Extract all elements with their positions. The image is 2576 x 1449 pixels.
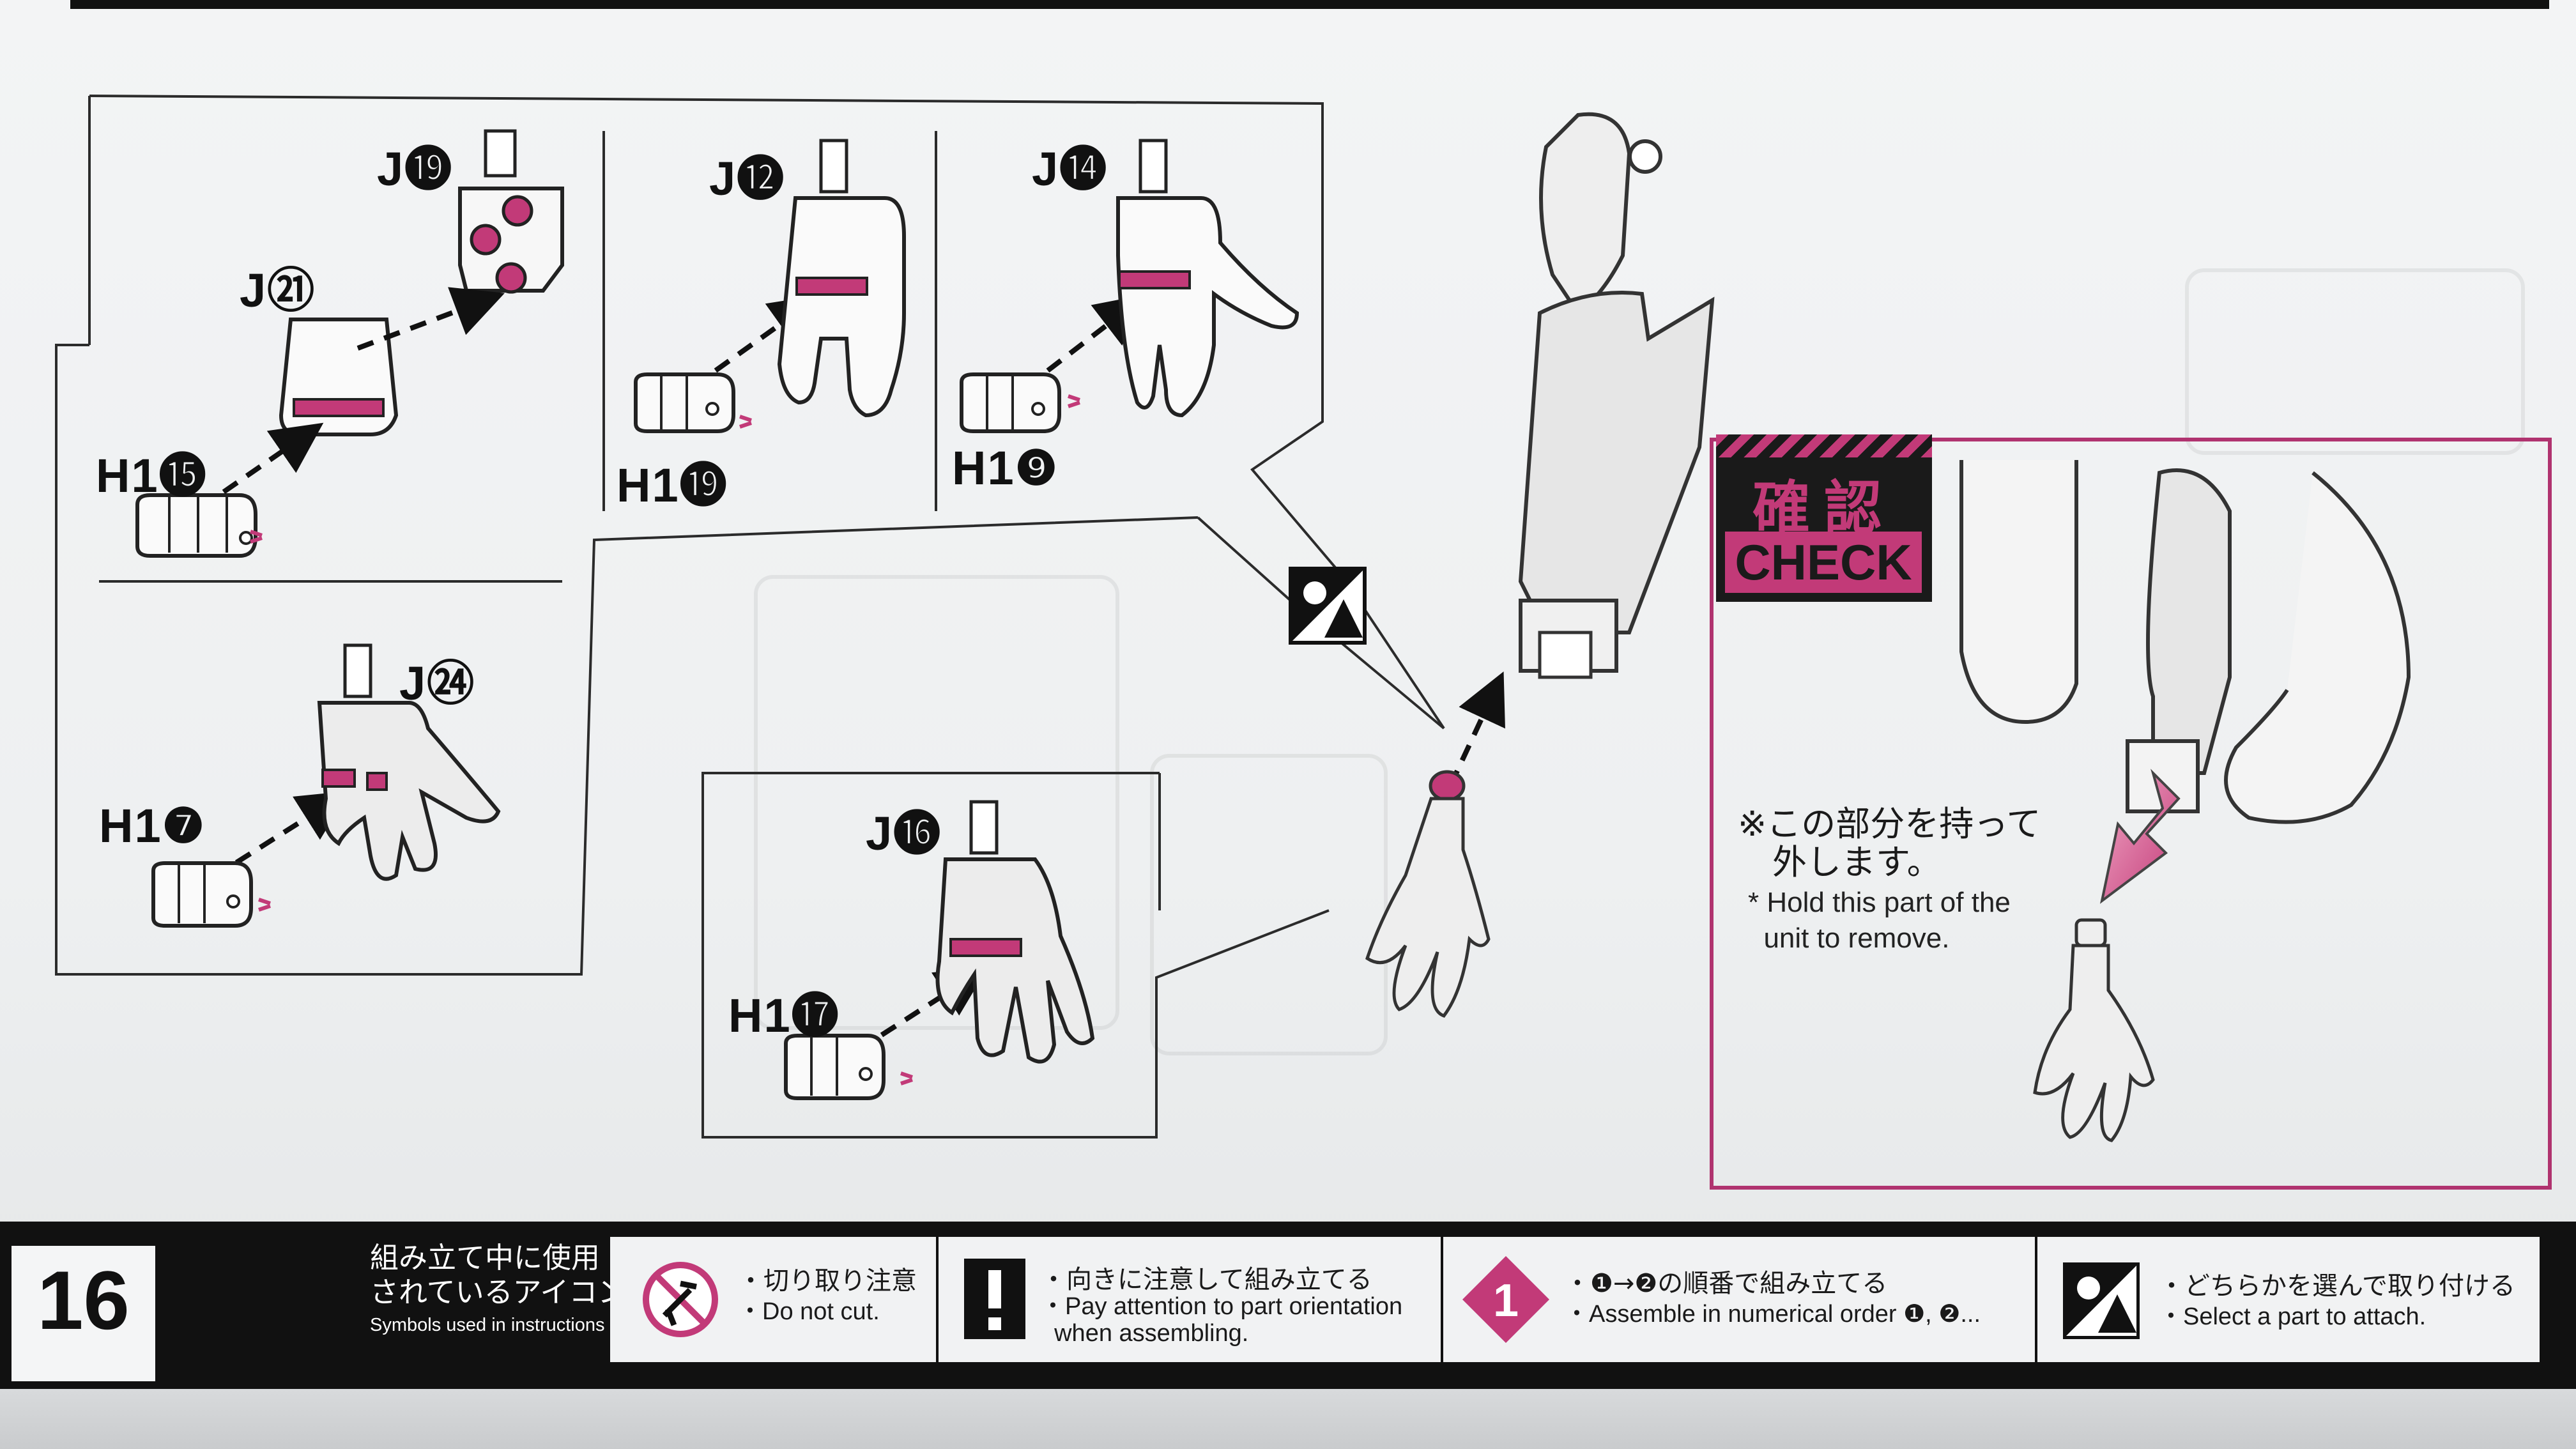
removed-hand-drawing: [2033, 918, 2155, 1142]
background-ghost-print: [754, 575, 1119, 1030]
label-h1-17: H1⓱: [728, 989, 840, 1042]
attach-hand-drawing: [1365, 770, 1491, 1018]
legend-item-orientation: ・向きに注意して組み立てる ・Pay attention to part ori…: [936, 1237, 1443, 1362]
check-note-en: * Hold this part of the unit to remove.: [1748, 887, 2011, 954]
check-panel: [1710, 438, 2552, 1190]
hand-j12-drawing: [777, 139, 906, 418]
label-h1-15: H1⓯: [96, 449, 208, 502]
icon-legend-title-jp: 組み立て中に使用 されているアイコン: [370, 1241, 627, 1309]
legend-select-part-jp: ・どちらかを選んで取り付ける: [2159, 1271, 2515, 1301]
icon-legend-strip: [610, 1237, 2540, 1362]
choice-icon: [2063, 1262, 2140, 1339]
check-title-jp: 確認: [1752, 475, 1896, 542]
knuckle-h1-17-drawing: [784, 1034, 885, 1100]
legend-item-numerical-order: 1 ・❶→❷の順番で組み立てる ・Assemble in numerical o…: [1441, 1237, 2037, 1362]
svg-text:1: 1: [1493, 1275, 1519, 1326]
legend-do-not-cut-en: ・Do not cut.: [738, 1298, 880, 1325]
remove-direction-arrow: [2099, 769, 2181, 904]
label-j19: J⓳: [377, 142, 454, 195]
check-badge-stripe: [1716, 434, 1932, 457]
label-j14: J⓮: [1032, 142, 1108, 195]
icon-legend-title-en: Symbols used in instructions: [370, 1315, 605, 1335]
icon-legend-header: 組み立て中に使用 されているアイコン Symbols used in instr…: [361, 1237, 626, 1362]
no-cut-icon: [643, 1262, 718, 1337]
forearm-unit-drawing: [1518, 112, 1715, 679]
label-h1-7: H1❼: [99, 799, 206, 852]
legend-select-part-en: ・Select a part to attach.: [2159, 1303, 2426, 1330]
background-ghost-print: [2185, 268, 2525, 455]
knuckle-h1-9-drawing: [960, 372, 1061, 433]
label-h1-9: H1❾: [952, 441, 1059, 494]
step-one-icon: 1: [1462, 1256, 1549, 1343]
exclamation-icon: [964, 1259, 1025, 1339]
knuckle-h1-19-drawing: [634, 372, 735, 433]
check-note-jp: ※この部分を持って 外します。: [1738, 804, 2041, 882]
label-j21: J㉑: [240, 264, 316, 317]
hand-j14-drawing: [1116, 139, 1300, 418]
legend-orientation-jp: ・向きに注意して組み立てる: [1041, 1265, 1372, 1294]
label-j12: J⓬: [709, 152, 786, 205]
fingers-holding-unit-drawing: [1959, 460, 2411, 824]
page-bottom-edge: [0, 1389, 2576, 1449]
page-number-box: [12, 1246, 155, 1381]
legend-orientation-en: ・Pay attention to part orientation when …: [1041, 1293, 1403, 1347]
legend-item-select-part: ・どちらかを選んで取り付ける ・Select a part to attach.: [2035, 1237, 2542, 1362]
legend-numerical-order-en: ・Assemble in numerical order ❶, ❷...: [1565, 1301, 1981, 1328]
legend-item-do-not-cut: ・切り取り注意 ・Do not cut.: [610, 1237, 936, 1362]
label-j24: J㉔: [399, 657, 476, 710]
choice-icon: [1289, 567, 1367, 645]
knuckle-h1-7-drawing: [151, 861, 253, 928]
hand-j16-drawing: [935, 800, 1095, 1064]
hand-palm-j21-drawing: [279, 318, 399, 436]
hand-joint-j19-drawing: [458, 129, 564, 294]
background-ghost-print: [1150, 754, 1388, 1055]
top-rule: [70, 0, 2549, 9]
legend-numerical-order-jp: ・❶→❷の順番で組み立てる: [1565, 1269, 1888, 1298]
hand-j24-drawing: [317, 643, 501, 881]
legend-do-not-cut-jp: ・切り取り注意: [738, 1266, 917, 1296]
check-title-en: CHECK: [1725, 532, 1922, 593]
page-number: 16: [37, 1254, 130, 1347]
label-j16: J⓰: [866, 807, 942, 860]
label-h1-19: H1⓳: [617, 459, 728, 512]
knuckle-h1-15-drawing: [135, 493, 257, 558]
